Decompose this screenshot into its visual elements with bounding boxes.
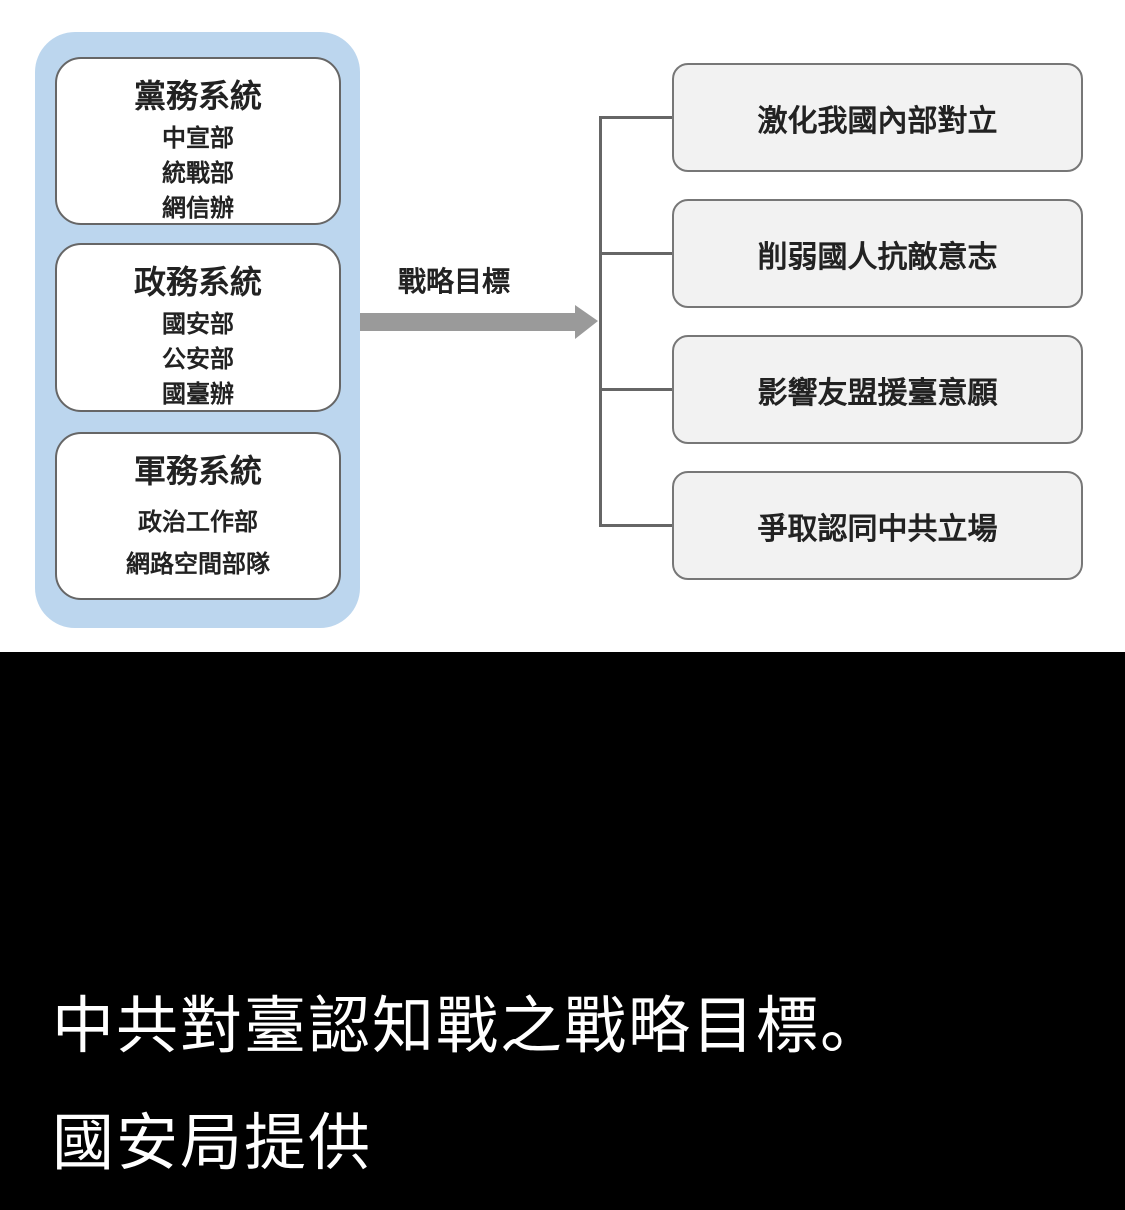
target-box: 激化我國內部對立 <box>672 63 1083 172</box>
caption-line-2: 國安局提供 <box>52 1106 373 1179</box>
arrow-label: 戰略目標 <box>398 265 511 298</box>
connector <box>599 116 672 119</box>
target-box: 影響友盟援臺意願 <box>672 335 1083 444</box>
group-title: 政務系統 <box>133 263 262 301</box>
group-item: 網路空間部隊 <box>126 550 270 578</box>
group-title: 軍務系統 <box>133 452 262 490</box>
source-systems-panel: 黨務系統 中宣部 統戰部 網信辦 政務系統 國安部 公安部 國臺辦 軍務系統 政… <box>35 32 360 628</box>
connector <box>599 524 672 527</box>
target-box: 爭取認同中共立場 <box>672 471 1083 580</box>
group-item: 政治工作部 <box>138 508 258 536</box>
group-item: 統戰部 <box>162 159 234 187</box>
group-item: 中宣部 <box>162 124 234 152</box>
target-box: 削弱國人抗敵意志 <box>672 199 1083 308</box>
government-system-box: 政務系統 國安部 公安部 國臺辦 <box>55 243 341 412</box>
group-item: 國臺辦 <box>162 380 234 408</box>
group-item: 公安部 <box>162 345 234 373</box>
connector <box>599 388 672 391</box>
group-title: 黨務系統 <box>133 77 262 115</box>
group-item: 網信辦 <box>162 194 234 222</box>
bracket-line <box>599 116 602 527</box>
group-item: 國安部 <box>162 310 234 338</box>
caption-line-1: 中共對臺認知戰之戰略目標。 <box>52 989 885 1062</box>
arrow-icon <box>360 305 598 339</box>
military-system-box: 軍務系統 政治工作部 網路空間部隊 <box>55 432 341 600</box>
party-system-box: 黨務系統 中宣部 統戰部 網信辦 <box>55 57 341 225</box>
connector <box>599 252 672 255</box>
diagram: 黨務系統 中宣部 統戰部 網信辦 政務系統 國安部 公安部 國臺辦 軍務系統 政… <box>0 0 1125 652</box>
